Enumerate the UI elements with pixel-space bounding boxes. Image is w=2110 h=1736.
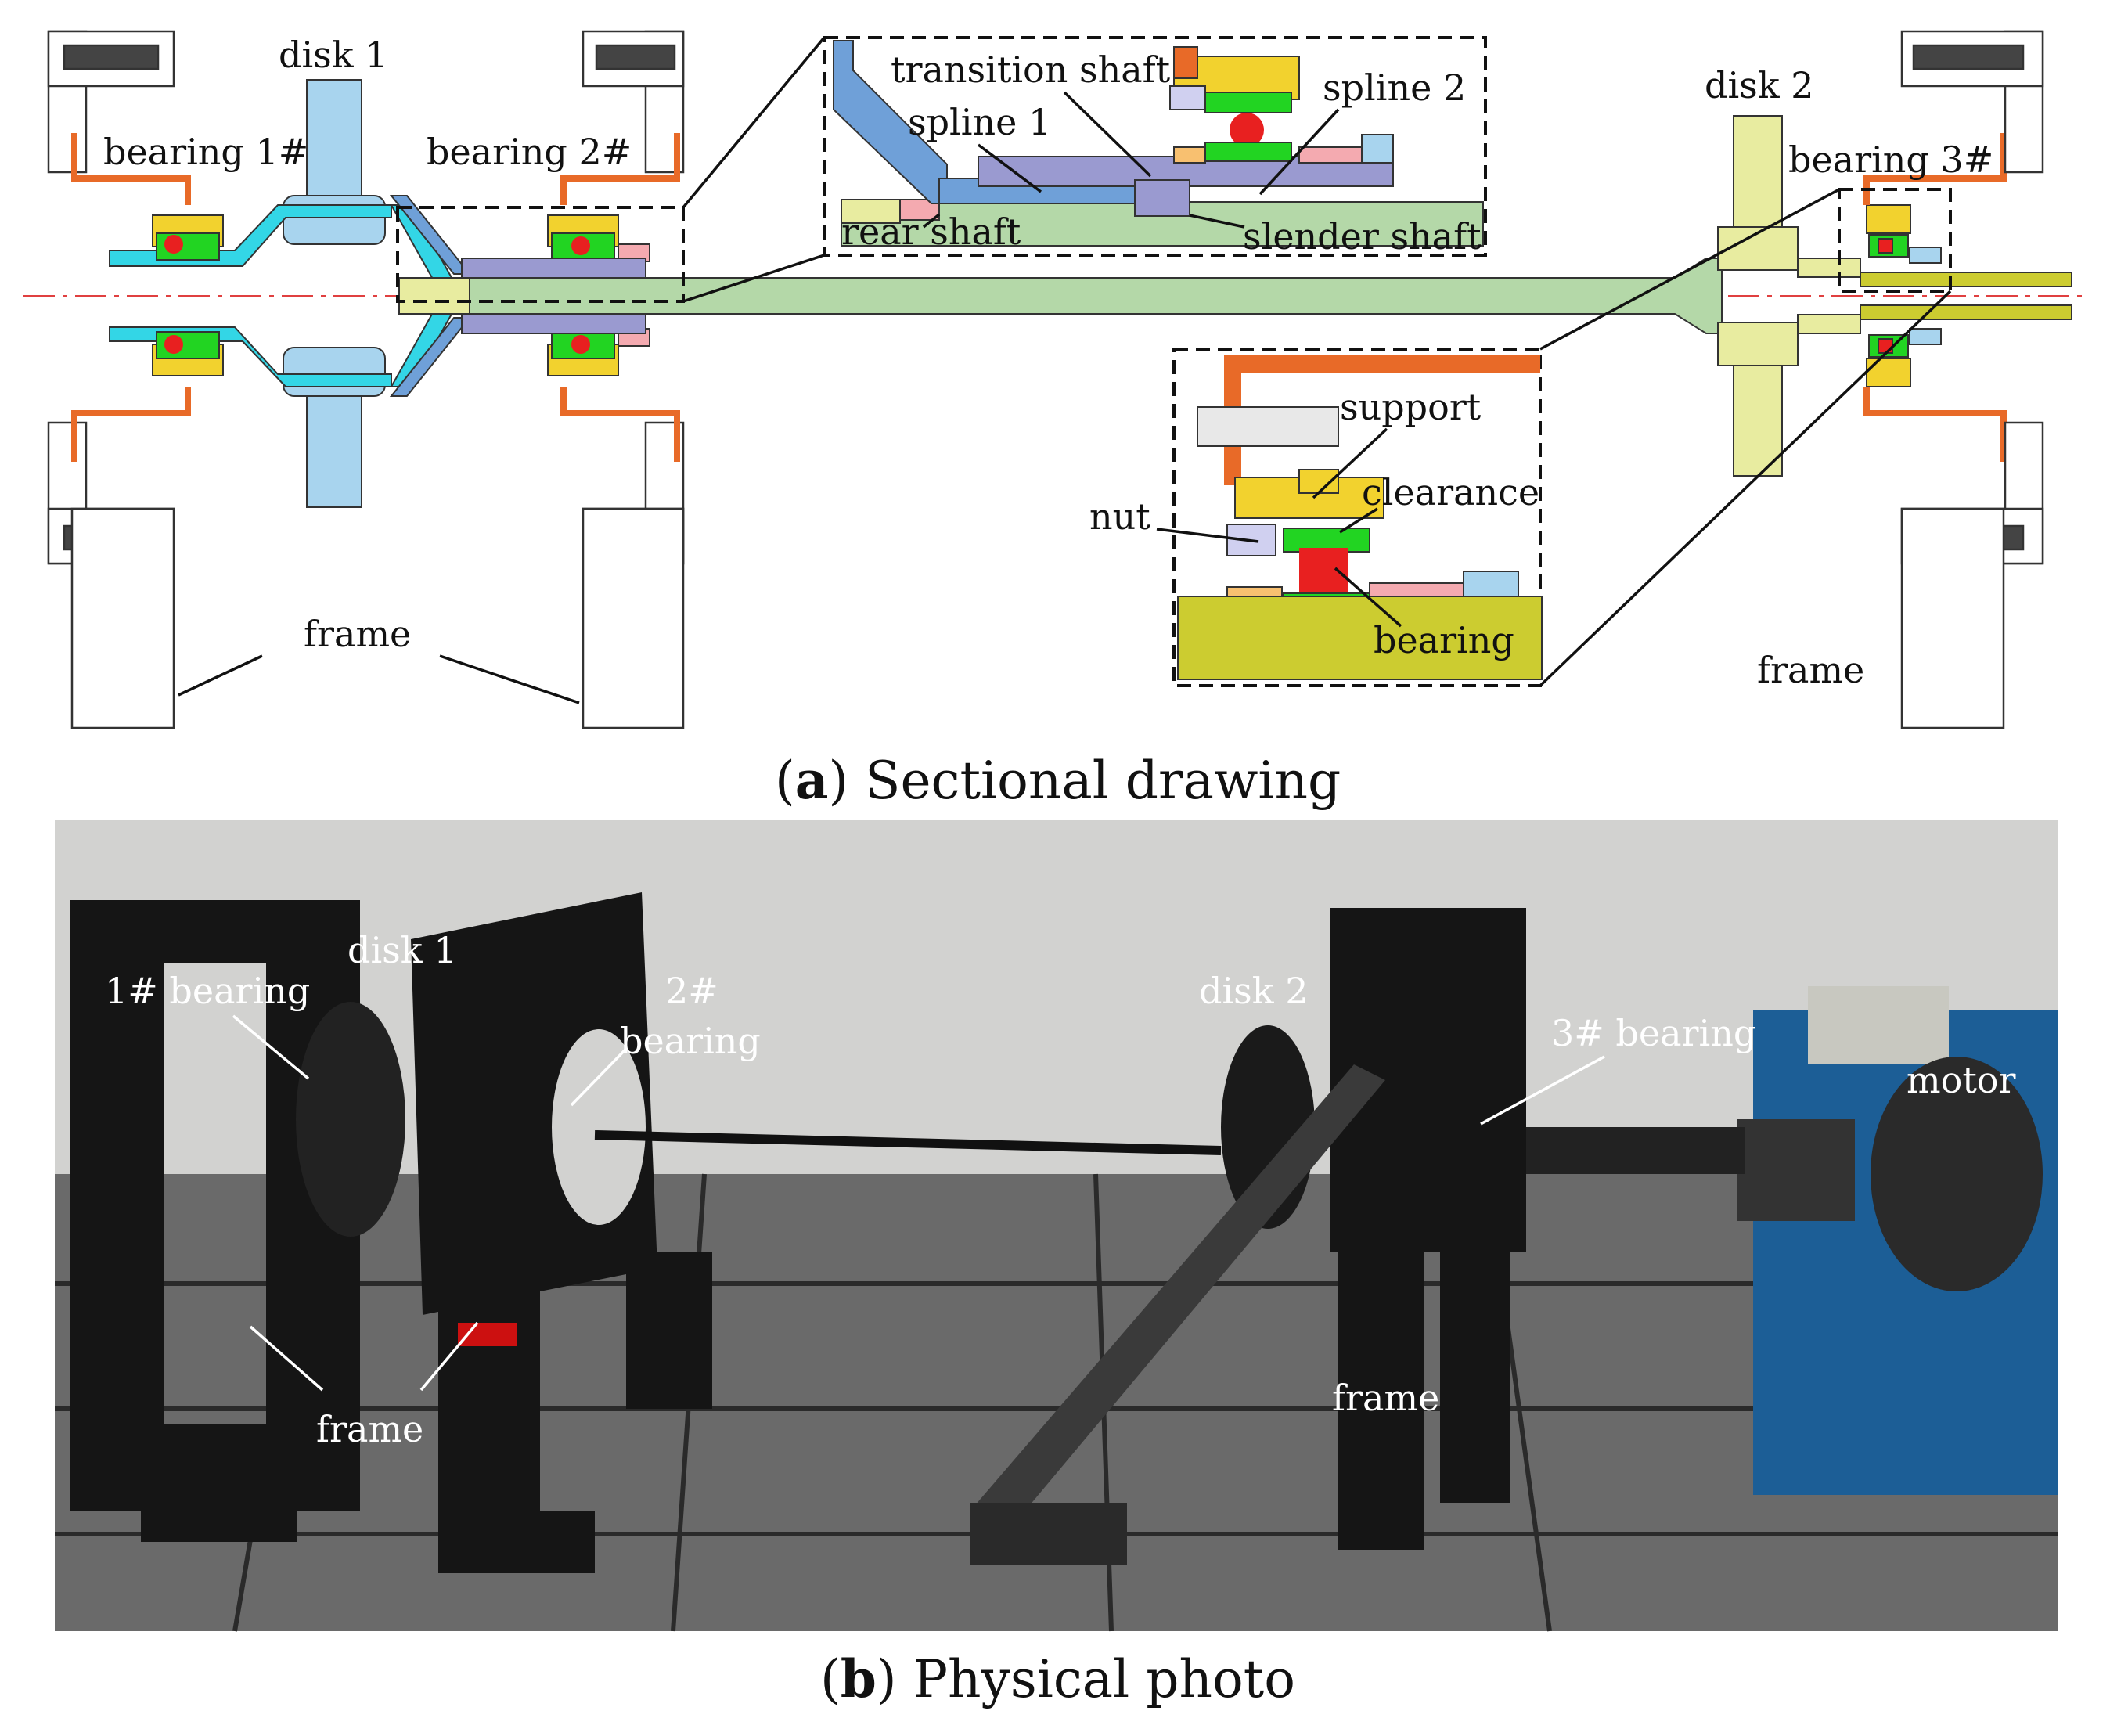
label-disk1: disk 1	[279, 34, 388, 76]
label-transition-shaft: transition shaft	[891, 49, 1171, 91]
label-frame-right: frame	[1757, 649, 1864, 691]
label-bearing3: bearing 3#	[1788, 139, 1993, 181]
bearing-1-housing	[71, 133, 680, 462]
photo-leader-frame-left-2	[419, 1321, 479, 1392]
photo-label-frame-right: frame	[1332, 1377, 1439, 1419]
inset-spline-detail	[682, 36, 1487, 303]
photo-label-frame-left: frame	[316, 1408, 423, 1450]
label-spline2: spline 2	[1323, 67, 1466, 109]
photo-label-motor: motor	[1907, 1059, 2015, 1101]
label-rear-shaft: rear shaft	[841, 211, 1021, 253]
leader-nut	[1156, 528, 1259, 543]
label-clearance: clearance	[1362, 471, 1539, 513]
right-housing	[1863, 133, 2007, 462]
transition-shaft	[389, 195, 472, 397]
bearing-1	[152, 214, 224, 376]
leader-spline1	[977, 143, 1042, 193]
caption-a: (a) Sectional drawing	[775, 750, 1341, 811]
label-nut: nut	[1089, 495, 1150, 538]
photo-leader-bearing1	[232, 1014, 310, 1080]
label-bearing2: bearing 2#	[427, 131, 632, 173]
leader-clearance	[1339, 507, 1378, 534]
right-frame	[1900, 30, 2044, 729]
motor	[1737, 986, 2058, 1495]
label-spline1: spline 1	[908, 101, 1051, 143]
photo-frame-3	[1330, 908, 1526, 1550]
left-frame-1	[47, 30, 175, 729]
leader-rear-shaft	[922, 213, 941, 229]
caption-b: (b) Physical photo	[820, 1648, 1295, 1709]
slender-shaft	[469, 258, 1723, 334]
leader-transition-shaft	[1063, 91, 1152, 178]
leader-frame-left-2	[439, 654, 580, 704]
callout-box-bearing2	[396, 206, 685, 303]
label-slender-shaft: slender shaft	[1243, 215, 1482, 258]
disk-2	[1717, 115, 1799, 477]
photo-label-disk2: disk 2	[1199, 970, 1309, 1012]
photo-leader-frame-left-1	[249, 1325, 324, 1392]
photo-brace	[970, 1064, 1385, 1511]
photo-leader-bearing2	[570, 1047, 628, 1107]
left-frame-2	[582, 30, 685, 729]
photo-label-bearing2-line1: 2#	[665, 970, 718, 1012]
leader-slender-shaft	[1189, 214, 1245, 229]
bearing-3	[1797, 204, 2072, 387]
leader-bearing	[1334, 567, 1402, 628]
photo-slender-shaft	[594, 1130, 1222, 1155]
photo-disk-1	[296, 1002, 405, 1237]
leader-frame-left-1	[178, 654, 263, 697]
leader-support	[1312, 427, 1388, 499]
photo-brace-base	[970, 1503, 1127, 1565]
label-disk2: disk 2	[1705, 64, 1814, 106]
photo-leader-bearing3	[1480, 1055, 1605, 1126]
photo-label-bearing2-line2: bearing	[620, 1020, 761, 1062]
label-bearing: bearing	[1374, 619, 1514, 661]
photo-coupling	[1526, 1127, 1745, 1174]
inset-bearing3-detail	[1172, 188, 1952, 687]
label-support: support	[1340, 386, 1482, 428]
photo-bearing2-opening	[552, 1029, 646, 1225]
callout-box-bearing3	[1838, 188, 1952, 293]
photo-label-bearing1: 1# bearing	[105, 970, 310, 1012]
label-frame-left: frame	[304, 613, 411, 655]
photo-label-disk1: disk 1	[347, 929, 457, 971]
physical-photo: disk 1 1# bearing 2# bearing disk 2 3# b…	[55, 820, 2058, 1709]
sectional-drawing: disk 1 bearing 1# bearing 2# frame disk …	[23, 30, 2090, 811]
label-bearing1: bearing 1#	[103, 131, 308, 173]
photo-label-bearing3: 3# bearing	[1551, 1012, 1756, 1054]
leader-spline2	[1258, 108, 1340, 196]
